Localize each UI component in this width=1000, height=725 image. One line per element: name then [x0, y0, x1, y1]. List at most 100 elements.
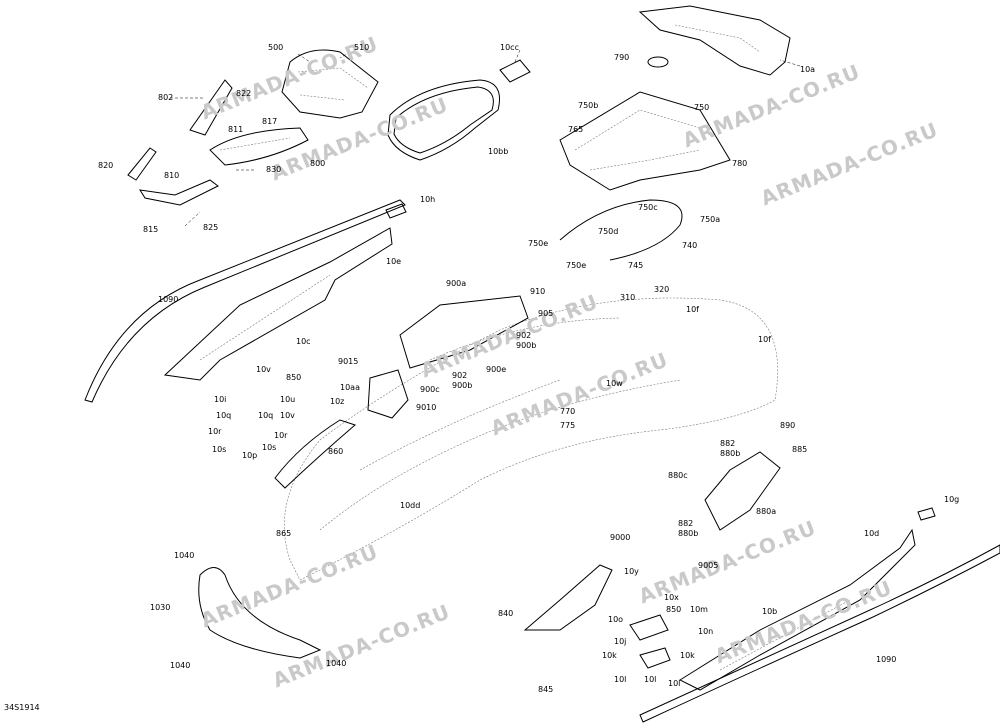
- seal-gasket: [387, 79, 500, 161]
- part-label-1040-a: 1040: [174, 551, 195, 560]
- part-label-882-a: 882: [720, 439, 736, 448]
- part-label-10a: 10a: [800, 65, 816, 74]
- part-label-860: 860: [328, 447, 344, 456]
- part-label-10dd: 10dd: [400, 501, 421, 510]
- glove-box: [559, 91, 731, 191]
- part-label-10l-1: 10l: [614, 675, 627, 684]
- part-label-10s-1: 10s: [212, 445, 227, 454]
- part-label-10q-1: 10q: [216, 411, 232, 420]
- part-label-10g: 10g: [944, 495, 960, 504]
- part-label-770: 770: [560, 407, 576, 416]
- part-label-10e: 10e: [386, 257, 402, 266]
- part-label-745: 745: [628, 261, 644, 270]
- cover-10cc: [499, 59, 531, 83]
- diagram-code: 34S1914: [4, 703, 40, 712]
- part-label-800: 800: [310, 159, 326, 168]
- part-label-810: 810: [164, 171, 180, 180]
- part-label-1030: 1030: [150, 603, 171, 612]
- bracket-850: [629, 614, 669, 641]
- part-label-10v-2: 10v: [280, 411, 295, 420]
- part-label-10r-2: 10r: [274, 431, 288, 440]
- deck-mat-top-right: [638, 5, 791, 76]
- part-label-885: 885: [792, 445, 808, 454]
- part-label-822: 822: [236, 89, 252, 98]
- hull-outline: [284, 297, 778, 581]
- part-label-1040-c: 1040: [326, 659, 347, 668]
- part-label-10aa: 10aa: [340, 383, 360, 392]
- part-label-750c: 750c: [638, 203, 658, 212]
- part-label-817: 817: [262, 117, 278, 126]
- part-label-310: 310: [620, 293, 636, 302]
- part-label-10o: 10o: [608, 615, 624, 624]
- part-label-9010: 9010: [416, 403, 437, 412]
- part-label-825: 825: [203, 223, 219, 232]
- part-label-10k-1: 10k: [602, 651, 617, 660]
- part-label-811: 811: [228, 125, 244, 134]
- part-label-900a: 900a: [446, 279, 467, 288]
- part-label-802: 802: [158, 93, 174, 102]
- part-label-750b: 750b: [578, 101, 599, 110]
- part-label-10r-1: 10r: [208, 427, 222, 436]
- part-label-750: 750: [694, 103, 710, 112]
- part-label-790: 790: [614, 53, 630, 62]
- side-panel-840: [523, 564, 613, 631]
- part-label-880a: 880a: [756, 507, 777, 516]
- part-label-900b-a: 900b: [516, 341, 537, 350]
- part-label-10l-3: 10l: [668, 679, 681, 688]
- side-mat-left: [163, 227, 393, 381]
- seat-cover: [399, 295, 529, 369]
- part-label-820: 820: [98, 161, 114, 170]
- part-label-10bb: 10bb: [488, 147, 509, 156]
- storage-bin: [367, 369, 409, 419]
- part-label-890: 890: [780, 421, 796, 430]
- part-label-780: 780: [732, 159, 748, 168]
- part-label-500: 500: [268, 43, 284, 52]
- part-label-10z: 10z: [330, 397, 345, 406]
- part-label-865: 865: [276, 529, 292, 538]
- part-label-10cc: 10cc: [500, 43, 519, 52]
- part-label-1040-b: 1040: [170, 661, 191, 670]
- part-label-10w: 10w: [606, 379, 623, 388]
- part-label-850-a: 850: [286, 373, 302, 382]
- part-label-10u: 10u: [280, 395, 296, 404]
- part-label-910: 910: [530, 287, 546, 296]
- side-panel-860: [274, 419, 356, 489]
- side-strip-left: [84, 199, 406, 403]
- small-part-10h: [385, 203, 407, 219]
- part-label-882-b: 882: [678, 519, 694, 528]
- visor-part: [281, 49, 379, 119]
- part-label-765: 765: [568, 125, 584, 134]
- part-label-750e-2: 750e: [566, 261, 587, 270]
- part-label-750a: 750a: [700, 215, 721, 224]
- front-bumper: [198, 567, 322, 659]
- part-label-10s-2: 10s: [262, 443, 277, 452]
- part-label-10d: 10d: [864, 529, 880, 538]
- part-label-900e: 900e: [486, 365, 507, 374]
- side-panel-880a: [704, 451, 781, 531]
- part-label-900c: 900c: [420, 385, 440, 394]
- side-strip-right: [639, 544, 1000, 723]
- part-label-902-b: 902: [452, 371, 468, 380]
- part-label-10p: 10p: [242, 451, 258, 460]
- small-part-10g: [917, 507, 936, 521]
- part-label-10k-2: 10k: [680, 651, 695, 660]
- side-mirror: [127, 147, 157, 181]
- side-mat-right: [678, 528, 916, 691]
- part-label-10c: 10c: [296, 337, 311, 346]
- part-label-750e-1: 750e: [528, 239, 549, 248]
- part-label-845: 845: [538, 685, 554, 694]
- part-label-10v-1: 10v: [256, 365, 271, 374]
- part-label-905: 905: [538, 309, 554, 318]
- part-label-10f-1: 10f: [686, 305, 699, 314]
- part-label-750d: 750d: [598, 227, 619, 236]
- part-label-10f-2: 10f: [758, 335, 771, 344]
- part-label-775: 775: [560, 421, 576, 430]
- part-label-9000: 9000: [610, 533, 631, 542]
- part-label-9005: 9005: [698, 561, 719, 570]
- part-label-9015: 9015: [338, 357, 359, 366]
- part-label-10n: 10n: [698, 627, 714, 636]
- part-label-10l-2: 10l: [644, 675, 657, 684]
- part-label-10y: 10y: [624, 567, 639, 576]
- part-label-510: 510: [354, 43, 370, 52]
